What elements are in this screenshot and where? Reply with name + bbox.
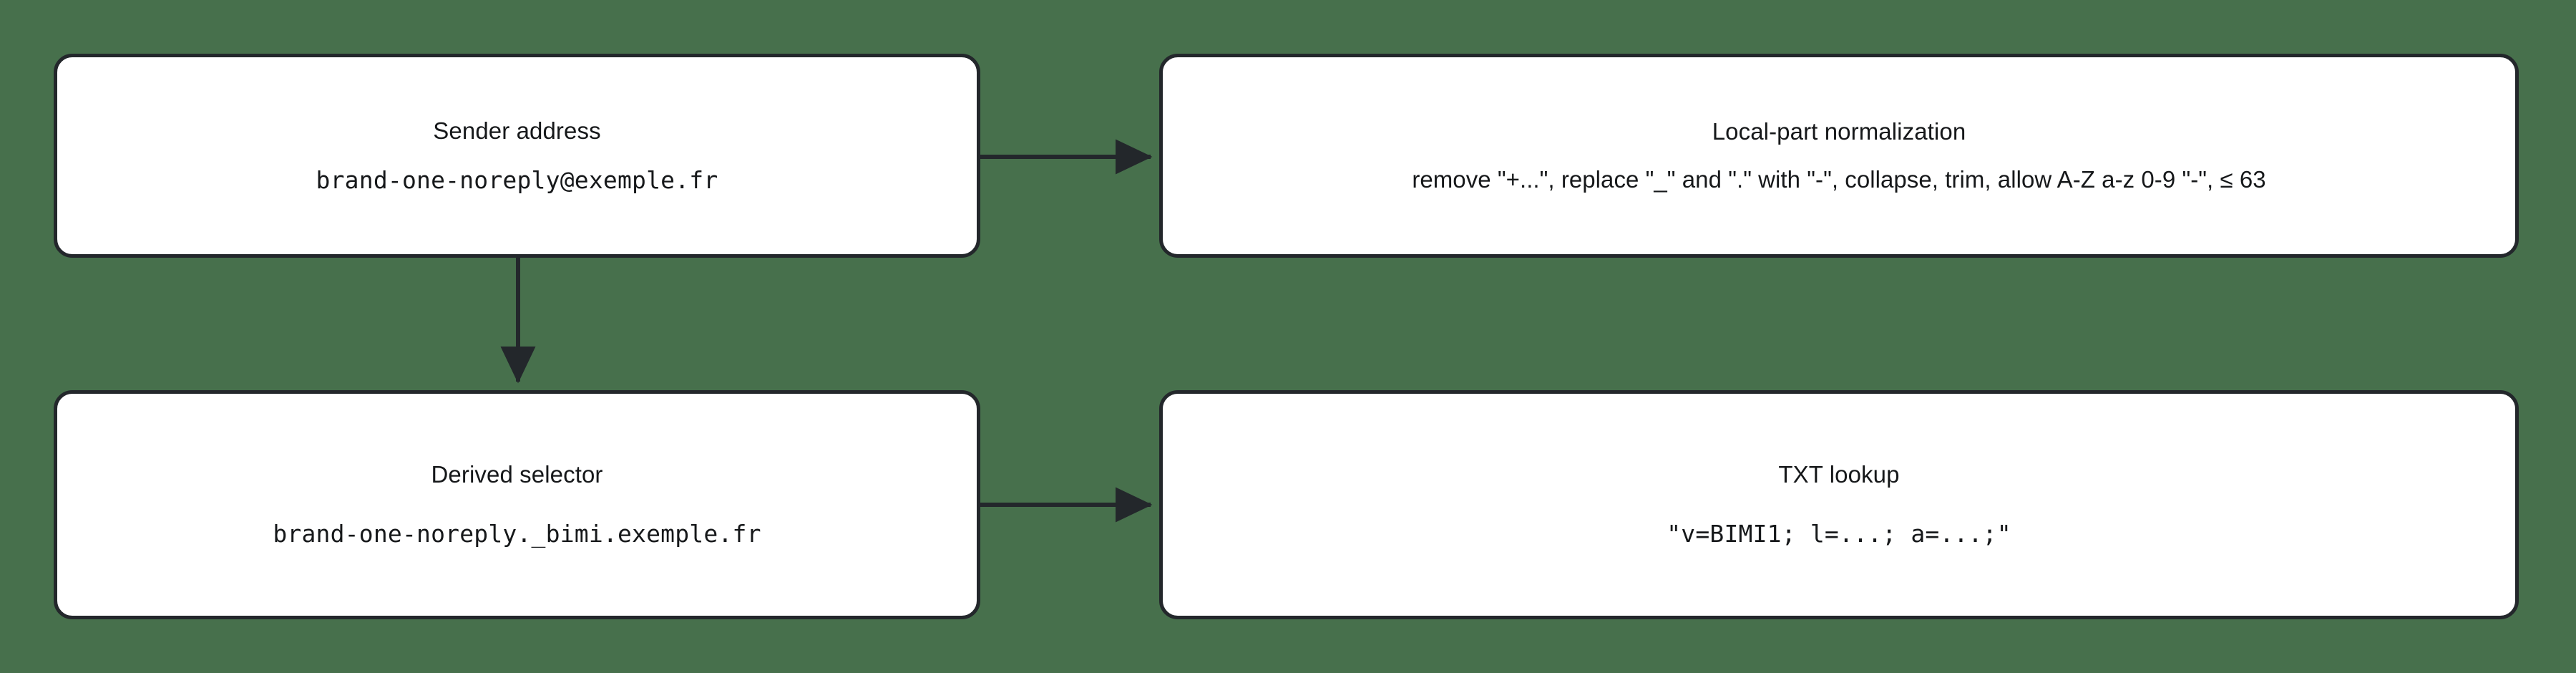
node-derived-selector-value: brand-one-noreply._bimi.exemple.fr	[273, 520, 761, 548]
node-local-part-normalization[interactable]: Local-part normalization remove "+...", …	[1159, 54, 2519, 258]
node-derived-selector[interactable]: Derived selector brand-one-noreply._bimi…	[54, 390, 980, 619]
node-sender-address-title: Sender address	[433, 117, 601, 144]
node-sender-address-value: brand-one-noreply@exemple.fr	[316, 165, 718, 194]
node-txt-lookup-record: "v=BIMI1; l=...; a=...;"	[1667, 520, 2011, 548]
node-derived-selector-title: Derived selector	[431, 461, 603, 488]
node-txt-lookup-title: TXT lookup	[1778, 461, 1900, 488]
node-local-part-normalization-title: Local-part normalization	[1712, 117, 1966, 145]
node-sender-address[interactable]: Sender address brand-one-noreply@exemple…	[54, 54, 980, 258]
node-local-part-normalization-rules: remove "+...", replace "_" and "." with …	[1412, 165, 2266, 193]
node-txt-lookup[interactable]: TXT lookup "v=BIMI1; l=...; a=...;"	[1159, 390, 2519, 619]
